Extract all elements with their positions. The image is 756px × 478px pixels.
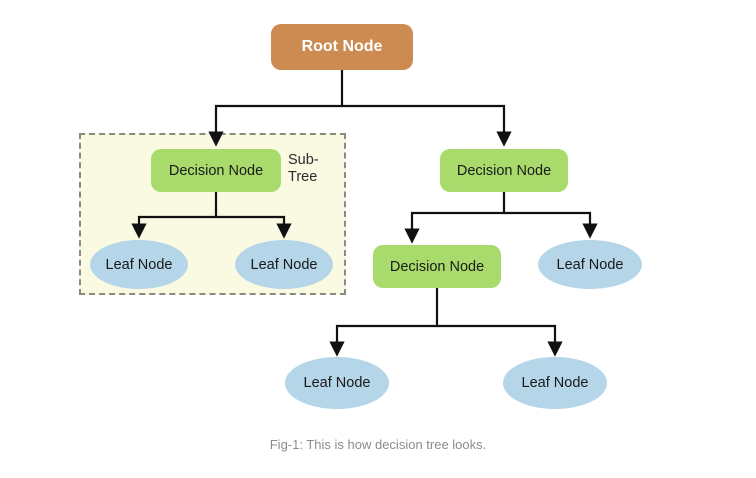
node-leaf-1[interactable]: Leaf Node <box>90 240 188 289</box>
node-leaf-4[interactable]: Leaf Node <box>285 357 389 409</box>
node-leaf-2[interactable]: Leaf Node <box>235 240 333 289</box>
node-leaf-5[interactable]: Leaf Node <box>503 357 607 409</box>
subtree-label: Sub-Tree <box>288 152 319 185</box>
edge-decision-right-to-leaf-3 <box>504 211 598 239</box>
edge-decision-mid-to-leaf-4 <box>329 288 439 357</box>
edge-decision-right-to-decision-mid <box>404 192 506 244</box>
edge-root-to-decision-right <box>342 104 512 147</box>
edge-root-to-decision-left <box>208 70 344 147</box>
edge-decision-mid-to-leaf-5 <box>437 324 563 357</box>
node-decision-left[interactable]: Decision Node <box>151 149 281 192</box>
node-decision-right[interactable]: Decision Node <box>440 149 568 192</box>
node-decision-middle[interactable]: Decision Node <box>373 245 501 288</box>
node-root[interactable]: Root Node <box>271 24 413 70</box>
figure-caption: Fig-1: This is how decision tree looks. <box>269 437 487 452</box>
node-leaf-3[interactable]: Leaf Node <box>538 240 642 289</box>
